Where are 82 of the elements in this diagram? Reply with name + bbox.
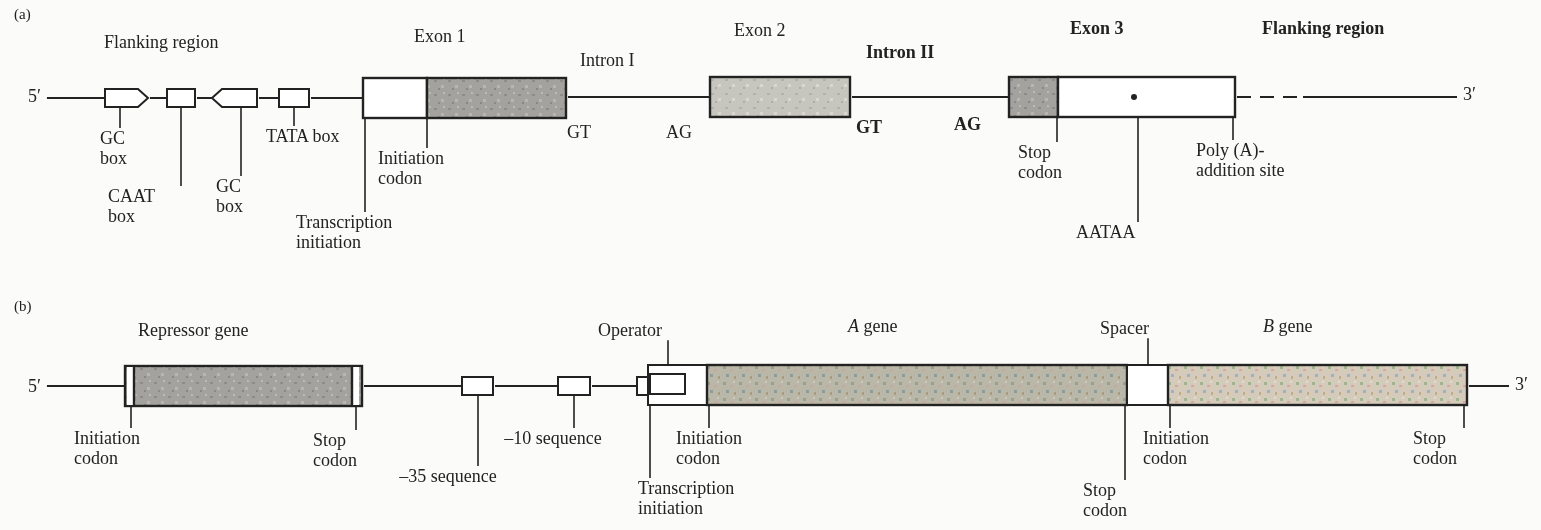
dna-strand-line — [591, 385, 638, 387]
annotation-label: Initiation codon — [676, 428, 776, 469]
dna-strand-line — [149, 97, 168, 99]
gene-bar — [707, 365, 1127, 405]
annotation-label: Stop codon — [313, 430, 383, 471]
dna-strand-line — [494, 385, 559, 387]
gc-element-shape — [212, 89, 257, 107]
leader-line — [573, 394, 575, 429]
splice-site-label: AG — [666, 122, 692, 143]
tata-element-shape — [279, 89, 309, 107]
leader-line — [1124, 404, 1126, 481]
annotation-label: Initiation codon — [1143, 428, 1253, 469]
operator-box — [650, 374, 685, 394]
splice-site-label: GT — [567, 122, 591, 143]
gene-bar — [1168, 365, 1467, 405]
leader-line — [649, 404, 651, 479]
dna-strand-line — [567, 96, 711, 98]
splice-site-label: AG — [954, 114, 981, 135]
annotation-label: AATAA — [1076, 222, 1136, 243]
leader-line — [1232, 116, 1234, 141]
annotation-label: Stop codon — [1018, 142, 1088, 183]
annotation-label: Spacer — [1100, 318, 1149, 339]
leader-line — [240, 106, 242, 177]
exon-bar — [1009, 77, 1235, 117]
dna-strand-line — [1468, 385, 1510, 387]
promoter-element-shape — [462, 377, 493, 395]
region-label: Flanking region — [1262, 18, 1385, 39]
promoter-element-shape — [558, 377, 590, 395]
gene-caption: Exon 3 — [1070, 18, 1124, 39]
region-label: Intron II — [866, 42, 935, 63]
annotation-label: Initiation codon — [74, 428, 174, 469]
dna-strand-line — [851, 96, 1010, 98]
dna-strand-line — [310, 97, 364, 99]
annotation-label: CAAT box — [108, 186, 184, 227]
spacer-shape — [1127, 365, 1168, 405]
annotation-label: Stop codon — [1413, 428, 1483, 469]
exon-bar — [363, 78, 566, 118]
annotation-label: Transcription initiation — [296, 212, 426, 253]
region-label: Flanking region — [104, 32, 219, 53]
dna-strand-line — [1236, 96, 1458, 98]
annotation-label: Initiation codon — [378, 148, 478, 189]
annotation-label: Operator — [598, 320, 662, 341]
dna-strand-line — [196, 97, 213, 99]
leader-line — [477, 394, 479, 467]
annotation-label: 3′ — [1515, 374, 1528, 395]
annotation-label: 5′ — [28, 86, 41, 107]
annotation-label: 3′ — [1463, 84, 1476, 105]
annotation-label: Transcription initiation — [638, 478, 768, 519]
panel-label: (a) — [14, 6, 31, 23]
panel-label: (b) — [14, 298, 32, 315]
gene-caption: A gene — [848, 316, 898, 337]
annotation-label: GC box — [216, 176, 266, 217]
gene-caption: Repressor gene — [138, 320, 249, 341]
region-label: Intron I — [580, 50, 635, 71]
transcription-start-box — [648, 365, 707, 405]
gene-caption: Exon 2 — [734, 20, 786, 41]
annotation-label: –10 sequence — [498, 428, 608, 449]
annotation-label: TATA box — [266, 126, 341, 147]
annotation-label: GC box — [100, 128, 150, 169]
annotation-label: Stop codon — [1083, 480, 1153, 521]
annotation-label: –35 sequence — [398, 466, 498, 487]
leader-line — [1169, 404, 1171, 429]
annotation-label: 5′ — [28, 376, 41, 397]
repressor-gene-bar — [125, 366, 362, 406]
annotation-label: Poly (A)-addition site — [1196, 140, 1291, 181]
dna-strand-line — [45, 97, 106, 99]
leader-line — [1463, 404, 1465, 429]
splice-site-label: GT — [856, 117, 882, 138]
gene-caption: B gene — [1263, 316, 1313, 337]
caat-element-shape — [167, 89, 195, 107]
leader-line — [293, 106, 295, 127]
gene-caption: Exon 1 — [414, 26, 466, 47]
gc-element-shape — [105, 89, 148, 107]
dna-strand-line — [258, 97, 280, 99]
leader-line — [119, 106, 121, 129]
dna-strand-line — [363, 385, 463, 387]
leader-line — [1147, 337, 1149, 366]
leader-line — [708, 404, 710, 429]
dna-strand-line — [45, 385, 126, 387]
leader-line — [180, 106, 182, 187]
promoter-element-shape — [637, 377, 648, 395]
exon-bar — [710, 77, 850, 117]
